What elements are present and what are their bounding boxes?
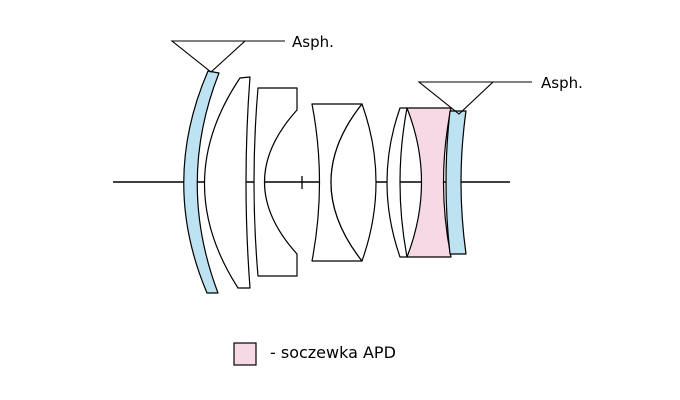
lens-element-5 (330, 103, 377, 262)
lens-element-2 (203, 76, 251, 289)
front-asph-label: Asph. (292, 33, 334, 51)
legend-label: - soczewka APD (270, 343, 396, 362)
lens-element-1-aspherical (183, 70, 220, 294)
rear-asph-label: Asph. (541, 74, 583, 92)
lens-element-3 (253, 87, 298, 277)
lens-element-7-apd (406, 107, 452, 258)
front-asph-pointer (170, 40, 247, 73)
legend-swatch-apd (233, 342, 257, 366)
rear-asph-pointer (417, 81, 495, 115)
front-asph-callout: Asph. (170, 33, 334, 73)
lens-element-8-aspherical (445, 110, 467, 255)
rear-asph-callout: Asph. (417, 74, 583, 115)
